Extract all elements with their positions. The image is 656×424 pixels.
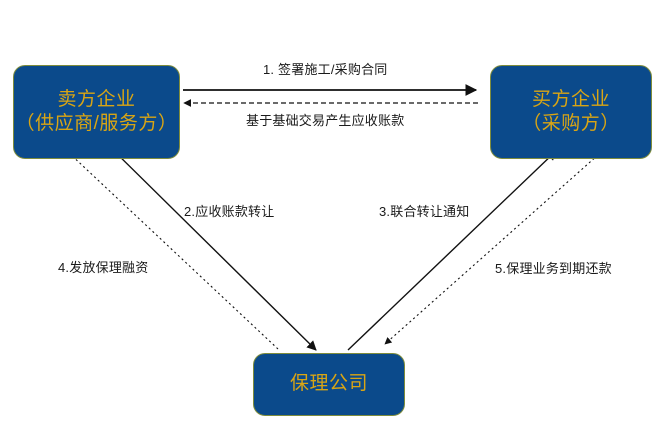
edge-label-receivable-transfer: 2.应收账款转让: [184, 204, 275, 219]
edge-label-joint-transfer-notice: 3.联合转让通知: [379, 204, 470, 219]
edge-label-receivable: 基于基础交易产生应收账款: [246, 113, 405, 128]
node-seller-subtitle: （供应商/服务方）: [15, 113, 178, 134]
node-buyer-title: 买方企业: [531, 88, 610, 110]
edge-joint-transfer-notice-line: [347, 150, 557, 351]
edge-label-contract: 1. 签署施工/采购合同: [263, 62, 388, 77]
edge-receivable-transfer-line: [105, 142, 317, 351]
edge-maturity-repayment-line: [384, 154, 599, 345]
node-factoring-company[interactable]: 保理公司: [253, 353, 405, 416]
edge-label-financing-payout: 4.发放保理融资: [58, 260, 149, 275]
node-seller-title: 卖方企业: [57, 88, 136, 110]
node-seller-enterprise[interactable]: 卖方企业 （供应商/服务方）: [13, 65, 180, 159]
edge-financing-payout-line: [67, 151, 279, 350]
node-buyer-enterprise[interactable]: 买方企业 （采购方）: [490, 65, 652, 159]
node-buyer-subtitle: （采购方）: [522, 113, 620, 134]
node-factoring-title: 保理公司: [289, 373, 368, 395]
edge-label-maturity-repayment: 5.保理业务到期还款: [495, 261, 612, 276]
